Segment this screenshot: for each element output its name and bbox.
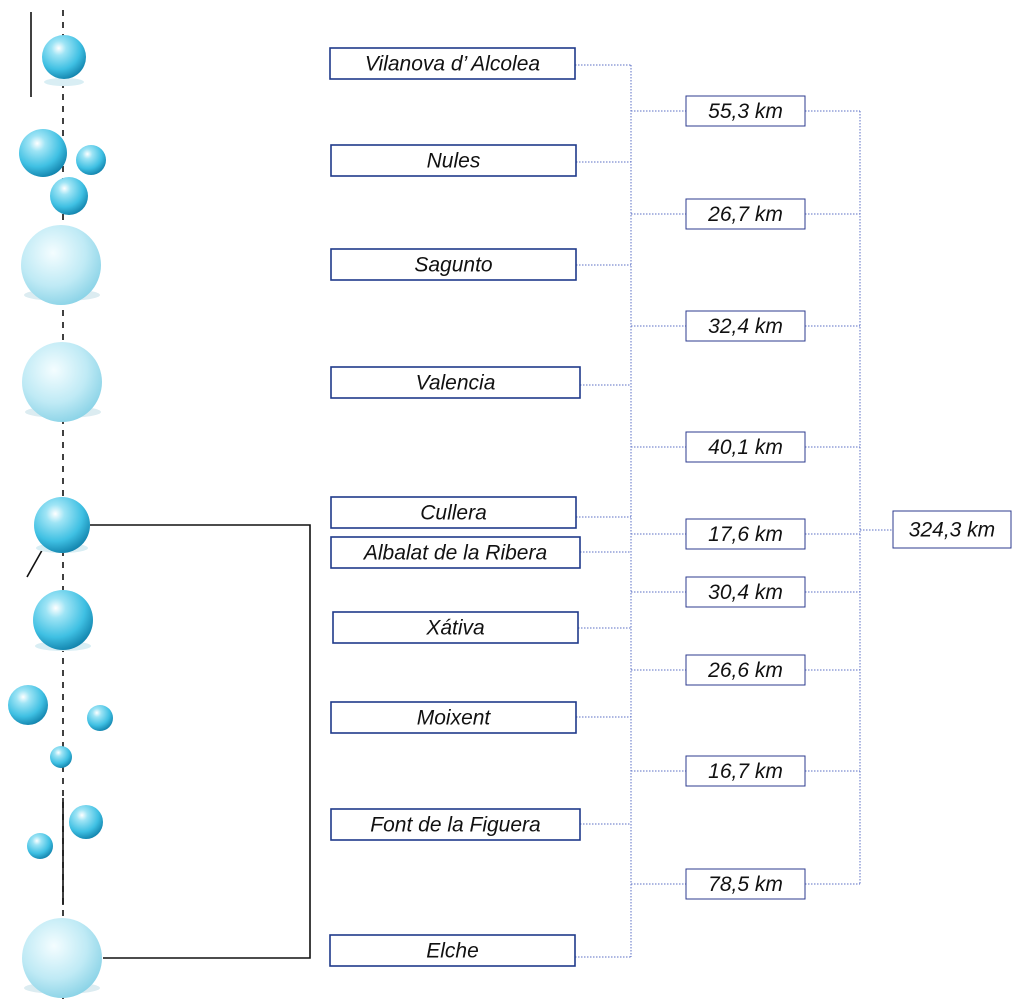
- total-label: 324,3 km: [909, 519, 995, 542]
- distance-box: [685, 431, 806, 463]
- distance-label: 26,7 km: [707, 203, 783, 226]
- bubble: [33, 590, 93, 650]
- bubble: [27, 833, 53, 859]
- distance-box: [685, 576, 806, 608]
- station-valencia: Valencia: [330, 366, 581, 399]
- bubble: [19, 129, 67, 177]
- distance-label: 30,4 km: [708, 581, 783, 604]
- station-vilanova-d-alcolea: Vilanova d’ Alcolea: [329, 47, 576, 80]
- segment-distance: 17,6 km: [685, 518, 806, 550]
- bubble: [22, 918, 102, 998]
- segment-distance: 32,4 km: [685, 310, 806, 342]
- segment-distance: 78,5 km: [685, 868, 806, 900]
- station-box: [330, 808, 581, 841]
- segment-distance: 40,1 km: [685, 431, 806, 463]
- bubble: [8, 685, 48, 725]
- distance-label: 40,1 km: [708, 436, 783, 459]
- distance-box: [685, 198, 806, 230]
- bubble: [50, 177, 88, 215]
- distance-label: 17,6 km: [708, 523, 783, 546]
- distance-box: [685, 868, 806, 900]
- distance-label: 32,4 km: [708, 315, 783, 338]
- distance-box: [685, 518, 806, 550]
- bubble: [76, 145, 106, 175]
- cullera-elche-bracket: [90, 524, 311, 959]
- station-box: [330, 248, 577, 281]
- station-label: Nules: [427, 150, 481, 173]
- station-box: [330, 701, 577, 734]
- station-label: Xátiva: [425, 617, 484, 640]
- bubble: [50, 746, 72, 768]
- station-label: Font de la Figuera: [370, 814, 540, 837]
- station-box: [330, 496, 577, 529]
- total-box: [892, 510, 1012, 549]
- distance-label: 55,3 km: [708, 100, 783, 123]
- total-distance: 324,3 km: [892, 510, 1012, 549]
- station-box: [329, 934, 576, 967]
- station-elche: Elche: [329, 934, 576, 967]
- station-moixent: Moixent: [330, 701, 577, 734]
- station-label: Cullera: [420, 502, 487, 525]
- distance-box: [685, 310, 806, 342]
- bubble: [22, 342, 102, 422]
- station-sagunto: Sagunto: [330, 248, 577, 281]
- station-box: [330, 144, 577, 177]
- station-label: Sagunto: [414, 254, 493, 277]
- station-box: [329, 47, 576, 80]
- distance-label: 26,6 km: [707, 659, 783, 682]
- bubble-shadow: [44, 78, 84, 86]
- station-box: [332, 611, 579, 644]
- bubble: [69, 805, 103, 839]
- station-box: [330, 366, 581, 399]
- box-layer: Vilanova d’ AlcoleaNulesSaguntoValenciaC…: [329, 47, 1012, 967]
- station-cullera: Cullera: [330, 496, 577, 529]
- bubble: [87, 705, 113, 731]
- bubble: [21, 225, 101, 305]
- bubble: [34, 497, 90, 553]
- segment-distance: 55,3 km: [685, 95, 806, 127]
- station-albalat-de-la-ribera: Albalat de la Ribera: [330, 536, 581, 569]
- segment-distance: 26,7 km: [685, 198, 806, 230]
- connector-layer: [575, 64, 893, 958]
- distance-box: [685, 95, 806, 127]
- distance-label: 16,7 km: [708, 760, 783, 783]
- segment-distance: 30,4 km: [685, 576, 806, 608]
- station-nules: Nules: [330, 144, 577, 177]
- station-xativa: Xátiva: [332, 611, 579, 644]
- station-box: [330, 536, 581, 569]
- station-label: Moixent: [417, 707, 492, 730]
- station-label: Valencia: [416, 372, 496, 395]
- distance-box: [685, 654, 806, 686]
- station-label: Albalat de la Ribera: [362, 542, 547, 565]
- station-font-de-la-figuera: Font de la Figuera: [330, 808, 581, 841]
- distance-label: 78,5 km: [708, 873, 783, 896]
- distance-box: [685, 755, 806, 787]
- segment-distance: 16,7 km: [685, 755, 806, 787]
- station-label: Elche: [426, 940, 479, 963]
- segment-distance: 26,6 km: [685, 654, 806, 686]
- bubble-decorations: [8, 35, 113, 998]
- bubble: [42, 35, 86, 79]
- station-label: Vilanova d’ Alcolea: [365, 53, 540, 76]
